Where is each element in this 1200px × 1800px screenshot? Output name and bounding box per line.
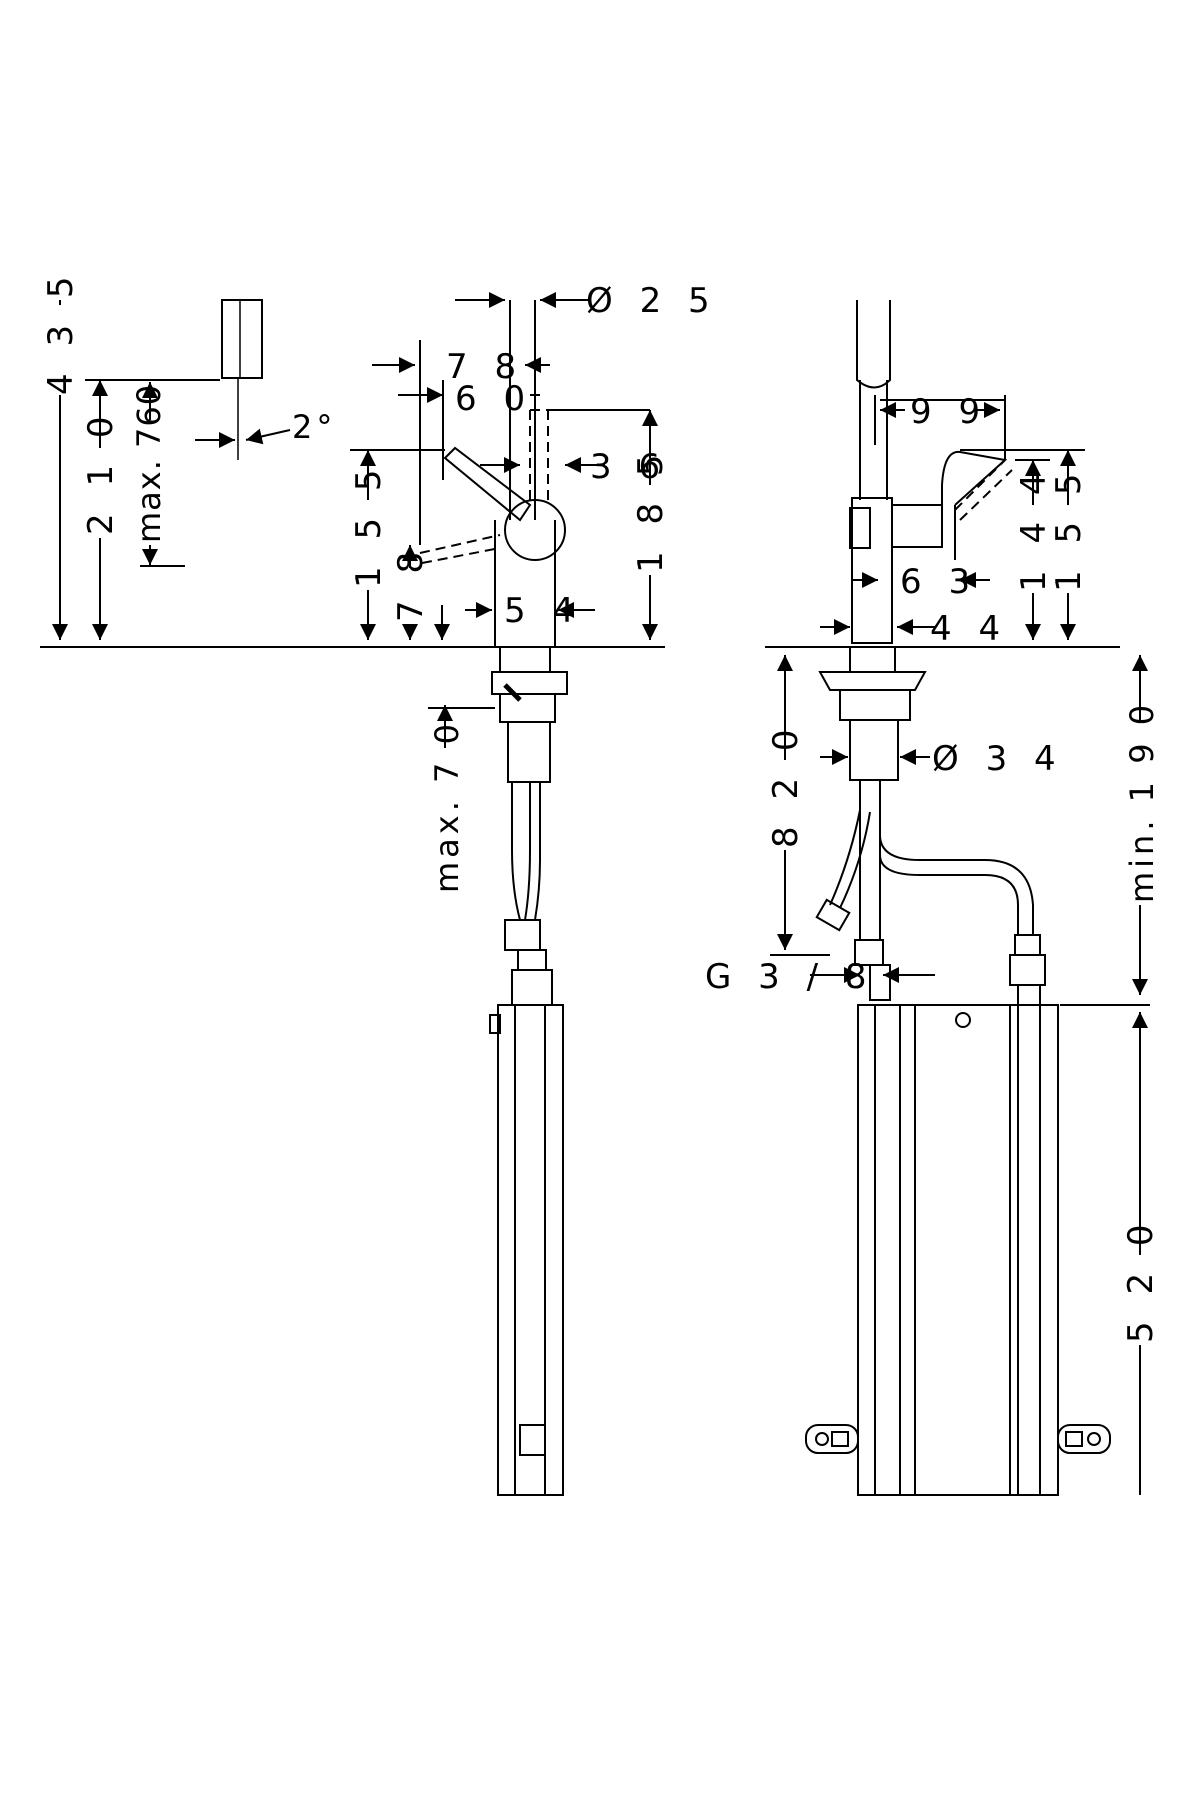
label-155-right: 1 5 5: [1049, 465, 1089, 592]
label-210: 2 1 0: [81, 408, 121, 535]
label-max-70: max. 7 0: [428, 720, 466, 893]
label-435: 4 3 5: [41, 268, 81, 395]
label-99: 9 9: [910, 392, 988, 432]
label-144: 1 4 4: [1014, 465, 1054, 592]
dim-min-190: min. 1 9 0: [1120, 655, 1161, 995]
dim-210: 2 1 0: [81, 379, 220, 640]
label-63: 6 3: [900, 562, 978, 602]
dim-435: 4 3 5: [40, 268, 81, 648]
underside-assembly-left: [489, 646, 568, 1496]
label-dia-25: Ø 2 5: [586, 281, 718, 321]
clamp-left: [805, 1424, 859, 1454]
dim-155-right: 1 5 5: [960, 449, 1089, 640]
label-185: 1 8 5: [631, 446, 671, 573]
dim-angle: 2°: [195, 408, 336, 448]
dim-820: 8 2 0: [766, 655, 830, 956]
dim-155-left: 1 5 5: [349, 449, 445, 640]
dim-54: 5 4: [465, 591, 595, 631]
faucet-body-right: [849, 300, 1013, 644]
label-2-degree: 2°: [292, 408, 336, 446]
dim-dia-34: Ø 3 4: [820, 739, 1064, 779]
left-view: 4 3 5 2 1 0 max. 760 2°: [40, 268, 718, 1496]
faucet-body-left: [419, 300, 566, 647]
spout-tip: [221, 299, 263, 460]
right-view: 9 9 6 3 4 4 1 4 4 1 5 5: [705, 300, 1161, 1496]
dim-520: 5 2 0: [1060, 1004, 1161, 1495]
label-54: 5 4: [504, 591, 582, 631]
dim-78-top: 7 8: [372, 340, 550, 545]
dim-max-70: max. 7 0: [425, 705, 495, 893]
label-155-left: 1 5 5: [349, 461, 389, 588]
clamp-right: [1057, 1424, 1111, 1454]
label-max-760: max. 760: [130, 384, 168, 543]
label-44: 4 4: [930, 609, 1008, 649]
label-520: 5 2 0: [1121, 1216, 1161, 1343]
dim-44: 4 4: [820, 609, 1008, 649]
dim-60: 6 0: [398, 379, 650, 480]
dim-185: 1 8 5: [631, 410, 671, 640]
label-78-vertical: 7 8: [391, 544, 431, 622]
dim-144: 1 4 4: [1014, 459, 1054, 640]
label-820: 8 2 0: [766, 721, 806, 848]
label-min-190: min. 1 9 0: [1123, 701, 1161, 903]
dim-max-760: max. 760: [130, 382, 185, 567]
label-g3-8: G 3 / 8: [705, 957, 875, 997]
label-60: 6 0: [455, 379, 533, 419]
dim-dia-25: Ø 2 5: [455, 281, 718, 321]
dim-g3-8: G 3 / 8: [705, 957, 935, 997]
label-dia-34: Ø 3 4: [932, 739, 1064, 779]
dim-63: 6 3: [852, 562, 990, 602]
dim-78-vertical: 7 8: [391, 544, 450, 640]
underside-assembly-right: [805, 646, 1111, 1496]
dim-99: 9 9: [874, 392, 1006, 460]
label-78-top: 7 8: [446, 347, 524, 387]
